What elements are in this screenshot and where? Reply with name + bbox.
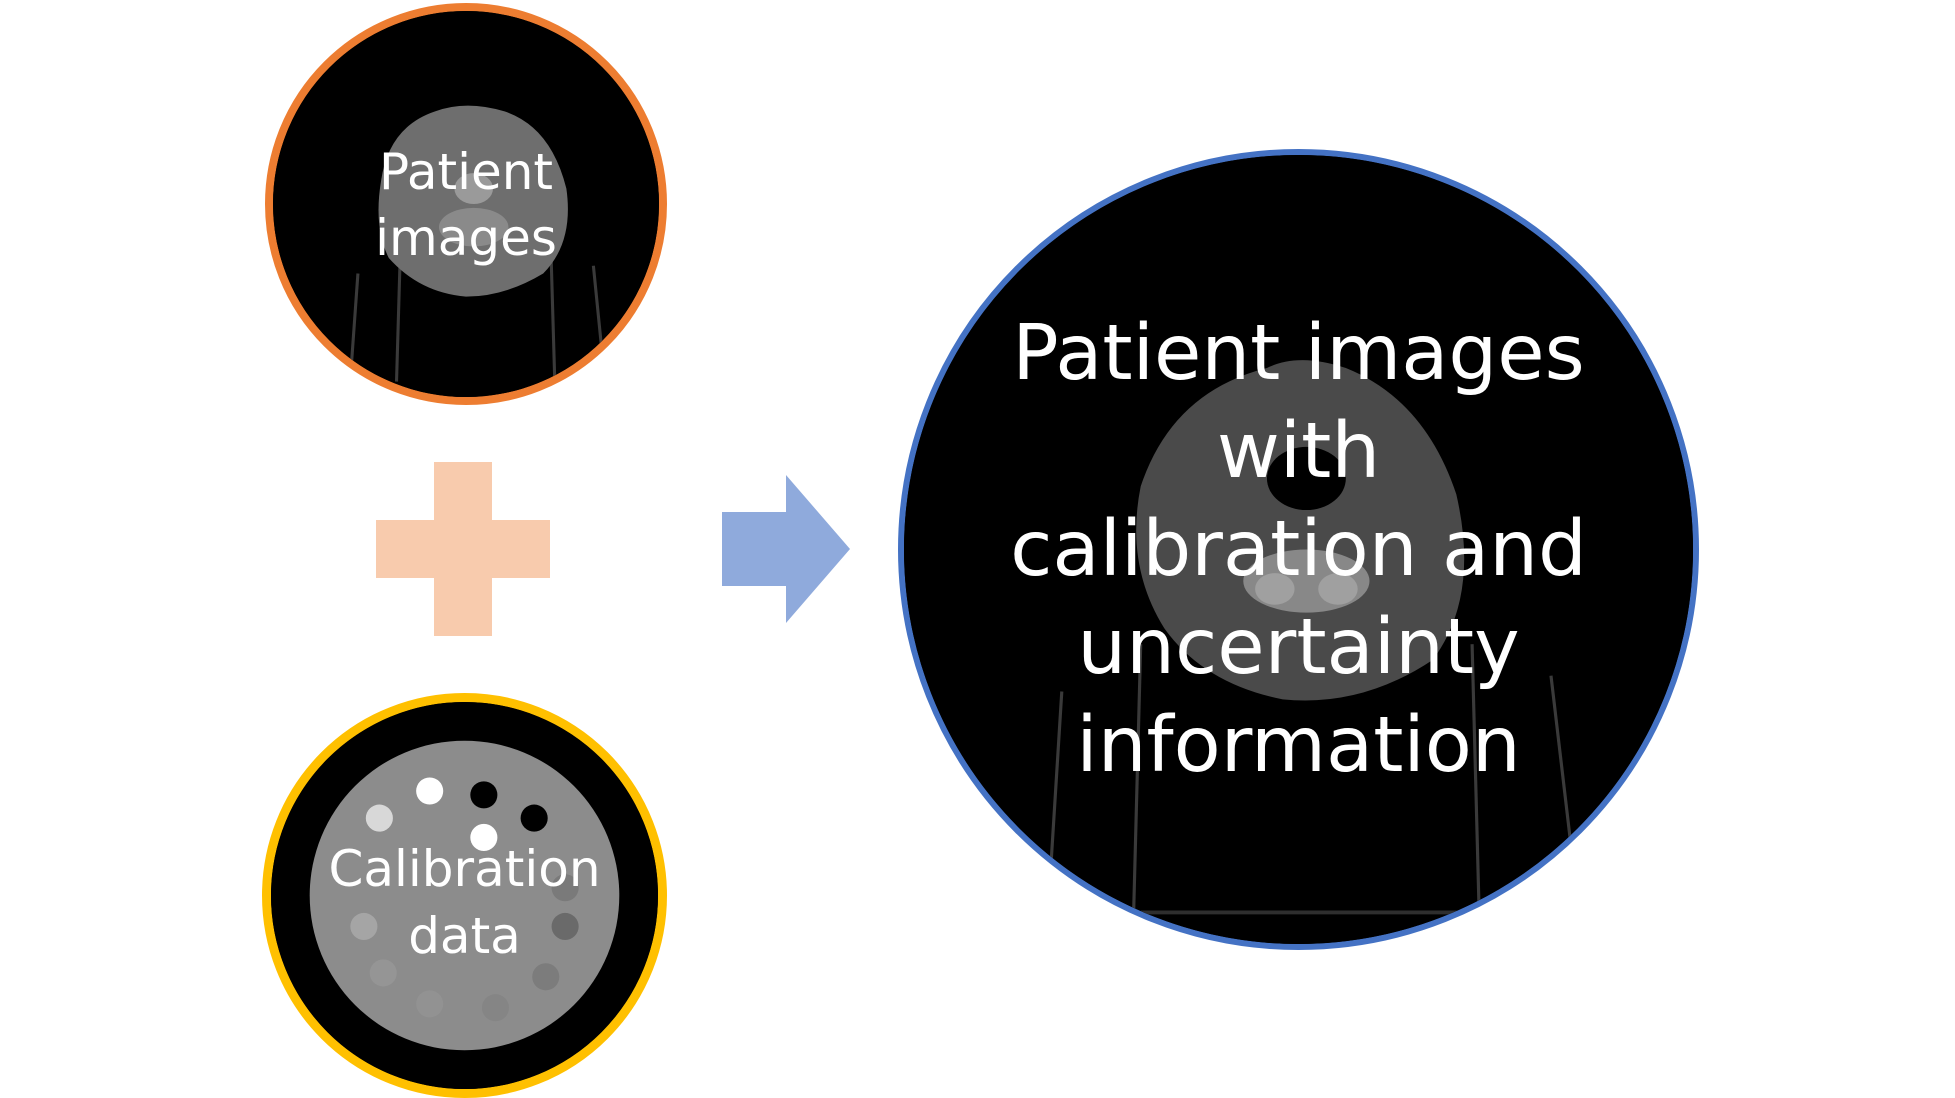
- calibrated-ct-image: [904, 155, 1693, 944]
- patient-images-label: Patient images: [375, 143, 557, 267]
- calibration-phantom-image: [271, 702, 658, 1089]
- result-label: Patient images with calibration and unce…: [1010, 309, 1587, 790]
- patient-images-node: Patient images: [265, 3, 667, 405]
- patient-ct-image: [273, 11, 659, 397]
- calibration-data-node: Calibration data: [262, 693, 667, 1098]
- calibration-data-label: Calibration data: [328, 840, 601, 965]
- result-node: Patient images with calibration and unce…: [898, 149, 1699, 950]
- plus-icon: [376, 462, 550, 636]
- right-arrow-icon: [722, 475, 850, 623]
